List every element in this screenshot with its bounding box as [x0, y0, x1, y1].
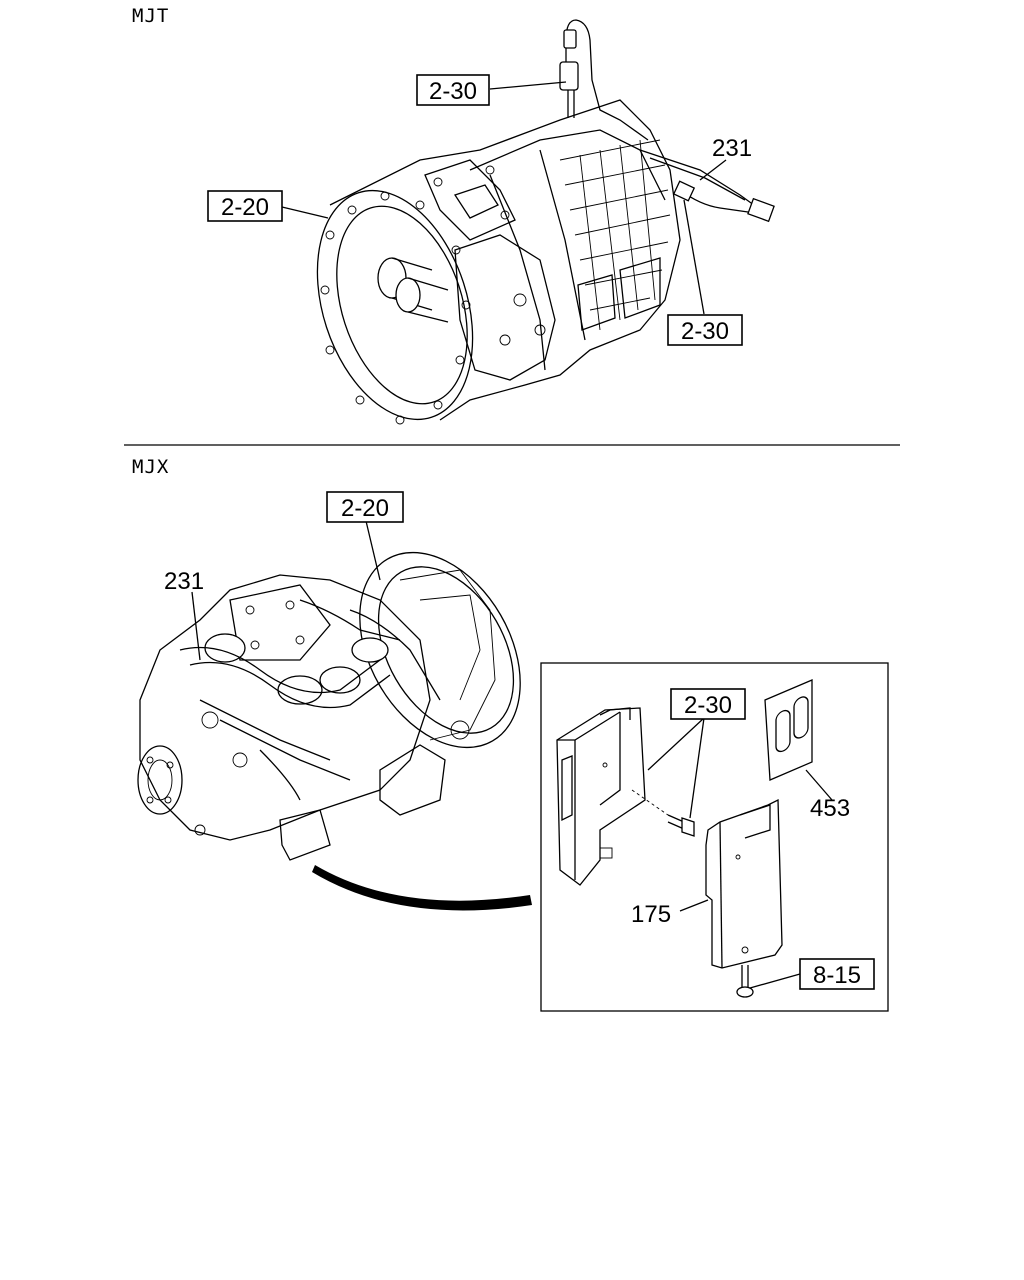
callout-2-20-bottom: 2-20 — [341, 495, 389, 522]
callout-8-15: 8-15 — [813, 962, 861, 989]
section-label-mjt: MJT — [132, 5, 169, 27]
callout-box-2-30-detail: 2-30 — [670, 688, 746, 720]
callout-231-top: 231 — [712, 135, 752, 162]
bolt-2-30 — [667, 814, 695, 837]
mjt-transmission-drawing — [281, 19, 775, 425]
screw-8-15 — [736, 965, 754, 998]
gasket-453 — [764, 679, 813, 781]
callout-175: 175 — [631, 901, 671, 928]
callout-box-2-20-bottom: 2-20 — [326, 491, 404, 523]
callout-453: 453 — [810, 795, 850, 822]
mjx-transmission-drawing — [137, 520, 532, 911]
callout-box-2-20-top: 2-20 — [207, 190, 283, 222]
callout-box-2-30-upper: 2-30 — [416, 74, 490, 106]
callout-2-30-upper: 2-30 — [429, 78, 477, 105]
callout-2-20-top: 2-20 — [221, 194, 269, 221]
section-label-mjx: MJX — [132, 456, 169, 478]
callout-231-bottom: 231 — [164, 568, 204, 595]
detail-inset — [540, 662, 889, 1012]
callout-2-30-lower: 2-30 — [681, 318, 729, 345]
callout-2-30-detail: 2-30 — [684, 692, 732, 719]
callout-box-2-30-lower: 2-30 — [667, 314, 743, 346]
callout-box-8-15: 8-15 — [799, 958, 875, 990]
